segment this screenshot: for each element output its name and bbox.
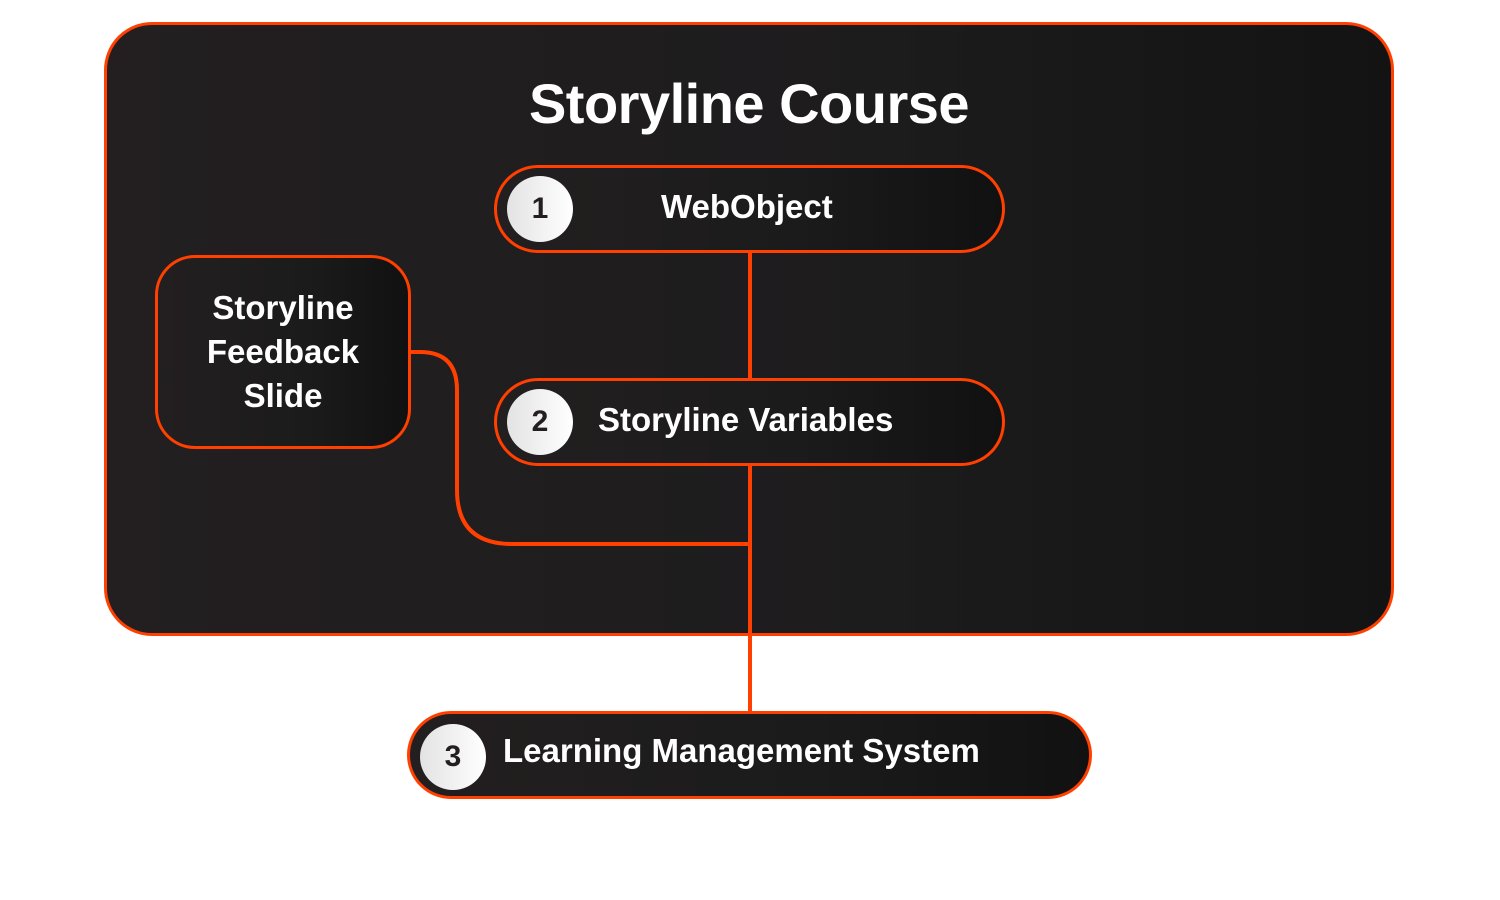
- step-label: Storyline Variables: [598, 401, 894, 438]
- step-1-webobject: 1 WebObject: [494, 165, 1005, 253]
- step-label: Learning Management System: [503, 732, 980, 769]
- step-2-storyline-variables: 2 Storyline Variables: [494, 378, 1005, 466]
- step-number-badge: 1: [507, 176, 573, 242]
- storyline-feedback-slide: Storyline Feedback Slide: [155, 255, 411, 449]
- step-number-badge: 3: [420, 724, 486, 790]
- diagram-title: Storyline Course: [528, 72, 970, 135]
- step-label: WebObject: [661, 188, 833, 225]
- connector-feedback-to-main: [410, 350, 750, 546]
- feedback-slide-label: Storyline Feedback Slide: [206, 289, 360, 414]
- step-number-badge: 2: [507, 389, 573, 455]
- step-3-learning-management-system: 3 Learning Management System: [407, 711, 1092, 799]
